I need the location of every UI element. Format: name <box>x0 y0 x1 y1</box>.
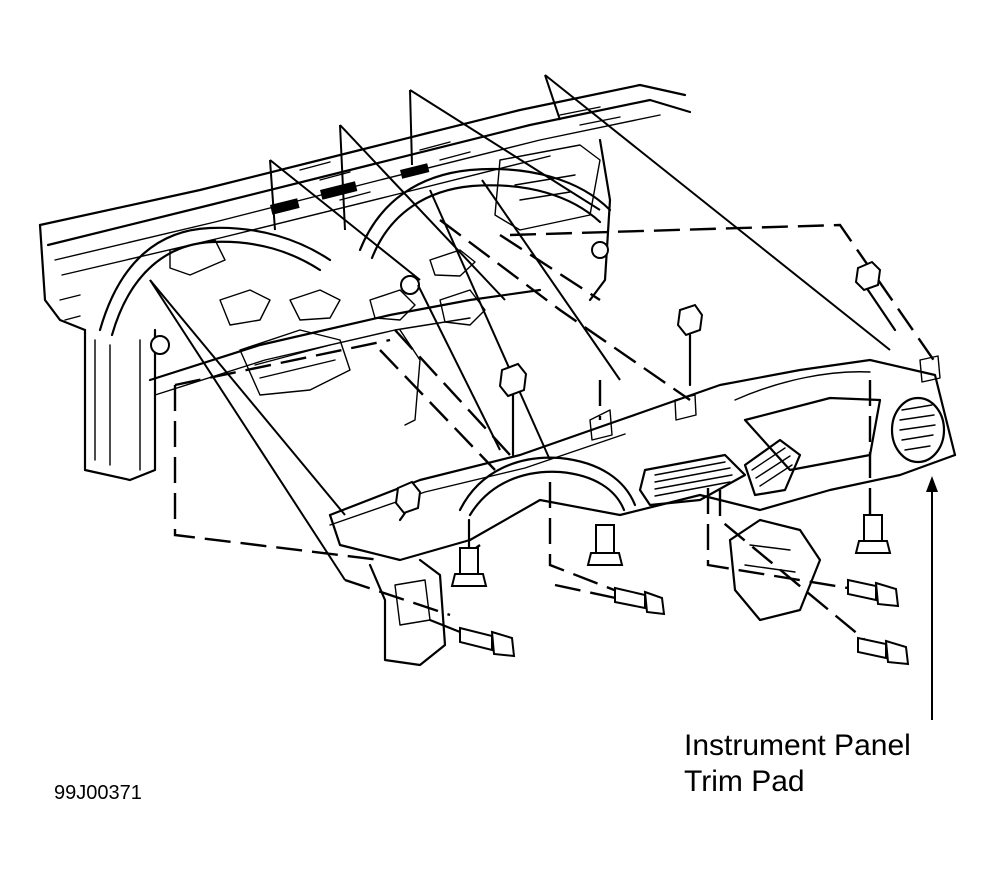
figure-id: 99J00371 <box>54 782 142 804</box>
bolt-icon <box>676 303 704 387</box>
bolt-icon <box>857 636 910 666</box>
instrument-panel-trim-pad <box>328 355 957 667</box>
bolt-icon <box>854 260 897 332</box>
bolt-icon <box>394 480 422 522</box>
callout-arrow <box>926 476 938 720</box>
bolt-icon <box>498 362 528 457</box>
leader-lines <box>149 74 891 581</box>
alignment-dashed-lines <box>173 219 936 641</box>
bolt-icon <box>428 618 516 658</box>
bolt-icon <box>854 514 892 554</box>
bolt-icon <box>586 524 624 566</box>
bolt-icon <box>614 586 666 616</box>
callout-label-line1: Instrument Panel <box>684 729 911 762</box>
dash-frame-assembly <box>38 83 692 482</box>
bolt-icon <box>847 578 900 608</box>
bolt-icon <box>450 518 488 587</box>
fastener-bolts <box>394 260 910 666</box>
callout-label-line2: Trim Pad <box>684 765 805 798</box>
